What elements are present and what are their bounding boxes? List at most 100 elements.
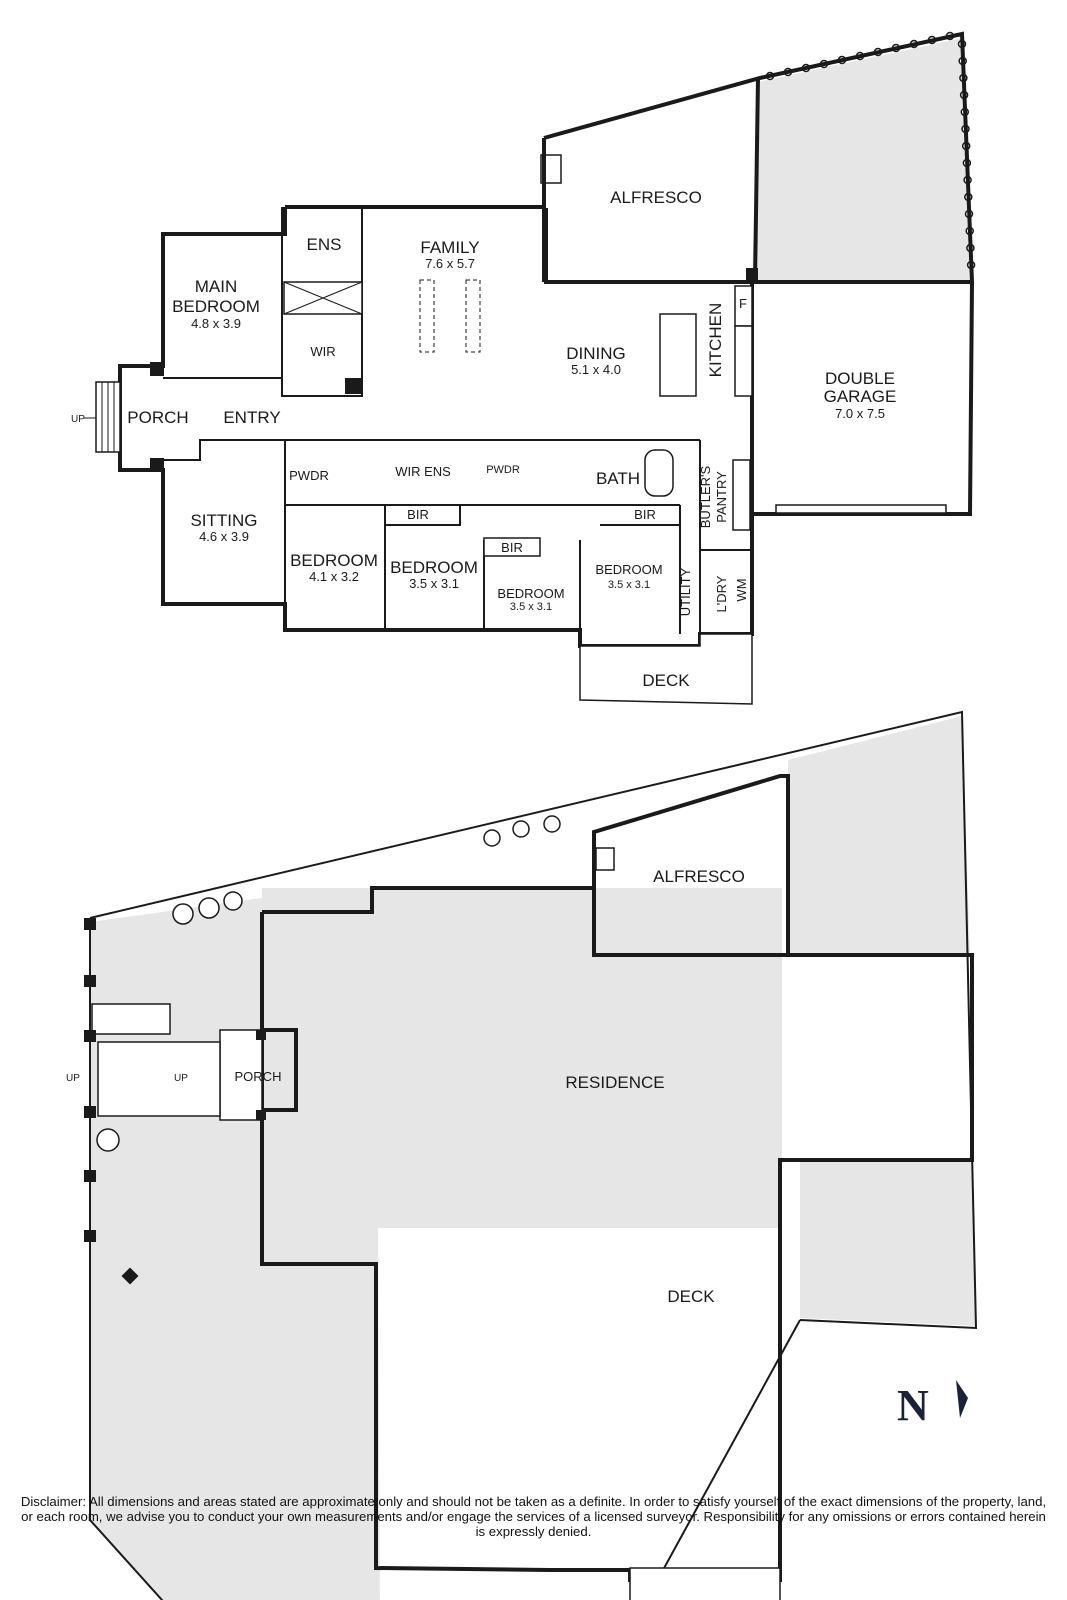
label-alfresco: ALFRESCO xyxy=(610,188,702,207)
dim-main-bedroom: 4.8 x 3.9 xyxy=(191,316,241,331)
label-fridge: F xyxy=(739,296,747,311)
label-family: FAMILY xyxy=(420,238,479,257)
post xyxy=(256,1030,266,1040)
label-bir-3: BIR xyxy=(634,507,656,522)
label-bir-2: BIR xyxy=(501,540,523,555)
north-arrow: N xyxy=(897,1380,968,1430)
house-outline xyxy=(118,207,974,648)
post xyxy=(84,975,96,987)
family-north-wall xyxy=(285,205,546,282)
post xyxy=(84,918,96,930)
tree-icon xyxy=(96,1128,120,1152)
site-label-deck: DECK xyxy=(667,1287,715,1306)
post xyxy=(84,1030,96,1042)
skylight xyxy=(465,279,481,353)
dim-bedroom-3: 3.5 x 3.1 xyxy=(510,601,552,613)
site-label-up-1: UP xyxy=(66,1073,80,1084)
front-steps xyxy=(97,1041,221,1117)
label-dining: DINING xyxy=(566,344,626,363)
tree-icon xyxy=(512,820,530,838)
label-bedroom-2: BEDROOM xyxy=(390,558,478,577)
label-utility: UTILITY xyxy=(678,567,693,616)
dim-family: 7.6 x 5.7 xyxy=(425,256,475,271)
post xyxy=(84,1106,96,1118)
label-entry: ENTRY xyxy=(223,408,280,427)
tree-icon xyxy=(483,829,501,847)
site-label-porch: PORCH xyxy=(235,1069,282,1084)
dim-bedroom-4: 3.5 x 3.1 xyxy=(608,579,650,591)
bathtub xyxy=(644,449,674,497)
label-double-garage-1: DOUBLE xyxy=(825,369,895,388)
site-label-residence: RESIDENCE xyxy=(565,1073,664,1092)
pantry-bench xyxy=(732,459,751,531)
post xyxy=(84,1170,96,1182)
site-bbq-icon xyxy=(595,847,615,871)
label-double-garage-2: GARAGE xyxy=(824,387,897,406)
garage-door xyxy=(775,504,947,514)
site-porch xyxy=(262,1028,298,1112)
label-pwdr-2: PWDR xyxy=(486,464,520,476)
label-sitting: SITTING xyxy=(190,511,257,530)
label-main-bedroom-1: MAIN xyxy=(195,277,238,296)
residence-outline xyxy=(260,886,974,1582)
garage-roof-area xyxy=(752,38,970,280)
label-bedroom-3: BEDROOM xyxy=(497,586,564,601)
north-arrow-icon xyxy=(956,1380,968,1418)
main-bed-south-wall xyxy=(163,207,363,397)
alfresco-garage-wall xyxy=(753,77,760,283)
label-kitchen: KITCHEN xyxy=(706,303,725,378)
post xyxy=(256,1110,266,1120)
lot-boundary-north-east xyxy=(89,710,978,1330)
bir1 xyxy=(385,505,461,526)
tree-icon xyxy=(543,815,561,833)
north-letter: N xyxy=(897,1381,929,1430)
dim-bedroom-1: 4.1 x 3.2 xyxy=(309,569,359,584)
dim-sitting: 4.6 x 3.9 xyxy=(199,529,249,544)
lot-boundary-south-west xyxy=(89,918,801,1600)
skylight xyxy=(419,279,435,353)
upper-floor-plan: ALFRESCO FAMILY 7.6 x 5.7 ENS MAIN BEDRO… xyxy=(71,31,976,705)
site-plan: ALFRESCO RESIDENCE PORCH DECK UP UP xyxy=(66,710,978,1600)
label-bedroom-4: BEDROOM xyxy=(595,562,662,577)
label-up: UP xyxy=(71,414,85,425)
site-deck xyxy=(629,1567,781,1600)
post xyxy=(150,458,164,472)
label-butlers-2: PANTRY xyxy=(714,471,729,523)
kitchen-bench xyxy=(734,325,753,397)
post xyxy=(84,1230,96,1242)
label-pwdr-1: PWDR xyxy=(289,468,329,483)
site-driveway xyxy=(800,1160,976,1326)
post xyxy=(345,378,361,394)
deck-area xyxy=(579,633,753,705)
label-butlers-1: BUTLER'S xyxy=(698,465,713,528)
label-deck: DECK xyxy=(642,671,690,690)
shower-x xyxy=(283,281,363,315)
label-bedroom-1: BEDROOM xyxy=(290,551,378,570)
hall-wall xyxy=(163,439,700,461)
label-wir-main: WIR xyxy=(310,344,335,359)
post xyxy=(746,268,758,282)
post xyxy=(150,362,164,376)
tree-icon xyxy=(198,897,220,919)
label-bath: BATH xyxy=(596,469,640,488)
tree-icon xyxy=(172,903,194,925)
label-wir-ens: WIR ENS xyxy=(395,464,451,479)
bir3-box xyxy=(483,537,541,557)
tree-icon xyxy=(223,891,243,911)
site-label-up-2: UP xyxy=(174,1073,188,1084)
label-porch: PORCH xyxy=(127,408,188,427)
dim-bedroom-2: 3.5 x 3.1 xyxy=(409,576,459,591)
site-alfresco-outline xyxy=(592,774,790,955)
disclaimer-text: Disclaimer: All dimensions and areas sta… xyxy=(20,1494,1047,1539)
site-label-alfresco: ALFRESCO xyxy=(653,867,745,886)
side-steps xyxy=(91,1003,171,1035)
dim-dining: 5.1 x 4.0 xyxy=(571,362,621,377)
dim-double-garage: 7.0 x 7.5 xyxy=(835,406,885,421)
site-garage-roof xyxy=(788,716,970,955)
label-wm: WM xyxy=(734,578,749,601)
label-ens: ENS xyxy=(307,235,342,254)
label-bir-1: BIR xyxy=(407,507,429,522)
porch-area xyxy=(219,1029,263,1121)
label-main-bedroom-2: BEDROOM xyxy=(172,297,260,316)
